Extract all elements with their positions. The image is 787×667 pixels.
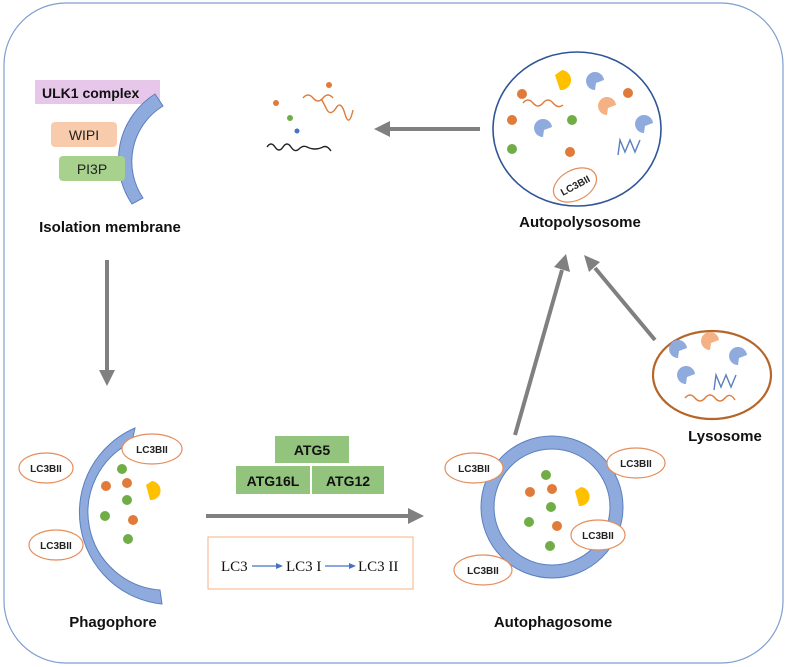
autopolysosome-group: LC3BII Autopolysosome xyxy=(492,51,662,231)
green-dot xyxy=(567,115,577,125)
yellow-wedge xyxy=(555,70,572,91)
green-dot xyxy=(541,470,551,480)
pi3p-label: PI3P xyxy=(77,161,107,177)
green-dot xyxy=(117,464,127,474)
arrow-autophagosome-to-autopolysosome xyxy=(513,269,564,436)
enzyme-pacman xyxy=(534,119,552,137)
enzyme-pacman xyxy=(729,347,747,365)
wipi-label: WIPI xyxy=(69,127,99,143)
isolation-membrane-group: ULK1 complex WIPI PI3P Isolation membran… xyxy=(35,80,181,236)
lc3-box-border xyxy=(207,536,414,590)
orange-dot xyxy=(507,115,517,125)
enzyme-pacman xyxy=(669,340,687,358)
arrow-lysosome-to-autopolysosome xyxy=(593,266,657,342)
lc3bii-text: LC3BII xyxy=(40,541,72,552)
lc3bii-pill-autophagosome-right: LC3BII xyxy=(606,447,666,479)
lc3-ii-label: LC3 II xyxy=(358,559,398,575)
lc3bii-pill-phagophore-left: LC3BII xyxy=(18,452,74,484)
atg5-label: ATG5 xyxy=(294,442,331,458)
peptide-fragment-blue xyxy=(713,372,737,391)
autopolysosome-circle xyxy=(492,51,662,207)
peptide-fragment-orange xyxy=(684,394,736,402)
peptide-fragment-blue xyxy=(617,137,641,156)
enzyme-pacman-salmon xyxy=(598,97,616,115)
phagophore-crescent xyxy=(78,427,163,605)
atg16l-box xyxy=(236,466,310,494)
lc3bii-pill-autophagosome-bottom: LC3BII xyxy=(453,554,513,586)
green-dot xyxy=(507,144,517,154)
enzyme-pacman xyxy=(677,366,695,384)
lysosome-label: Lysosome xyxy=(688,428,762,445)
orange-dot xyxy=(565,147,575,157)
ulk1-complex-label: ULK1 complex xyxy=(42,85,139,101)
peptide-fragment-orange xyxy=(522,99,564,108)
lc3-i-label: LC3 I xyxy=(286,559,321,575)
lc3bii-pill-autopolysosome: LC3BII xyxy=(552,167,598,203)
lc3bii-text: LC3BII xyxy=(582,531,614,542)
phagophore-group: LC3BII LC3BII LC3BII Phagophore xyxy=(18,427,183,631)
orange-dot xyxy=(517,89,527,99)
green-dot xyxy=(545,541,555,551)
autopolysosome-label: Autopolysosome xyxy=(519,214,641,231)
isolation-membrane-label: Isolation membrane xyxy=(39,219,181,236)
green-dot xyxy=(122,495,132,505)
orange-dot xyxy=(273,100,279,106)
degradation-products xyxy=(266,82,354,152)
phagophore-label: Phagophore xyxy=(69,614,157,631)
pi3p-box xyxy=(59,156,125,181)
orange-dot xyxy=(101,481,111,491)
ulk1-complex-box xyxy=(35,80,160,104)
atg12-label: ATG12 xyxy=(326,473,370,489)
lc3-label: LC3 xyxy=(221,559,248,575)
lc3bii-pill-autophagosome-inner: LC3BII xyxy=(570,519,626,551)
orange-dot xyxy=(552,521,562,531)
orange-dot xyxy=(547,484,557,494)
orange-dot xyxy=(623,88,633,98)
enzyme-pacman xyxy=(586,72,604,90)
enzyme-pacman xyxy=(635,115,653,133)
orange-dot xyxy=(525,487,535,497)
lc3bii-text: LC3BII xyxy=(458,464,490,475)
lc3bii-text: LC3BII xyxy=(136,445,168,456)
green-dot xyxy=(546,502,556,512)
enzyme-pacman-salmon xyxy=(701,332,719,350)
green-dot xyxy=(287,115,293,121)
lc3bii-text: LC3BII xyxy=(30,464,62,475)
orange-dot xyxy=(326,82,332,88)
autophagosome-group: LC3BII LC3BII LC3BII LC3BII Autophagosom… xyxy=(444,435,666,631)
lc3bii-text: LC3BII xyxy=(467,566,499,577)
lc3bii-pill-phagophore-top: LC3BII xyxy=(121,433,183,465)
orange-dot xyxy=(122,478,132,488)
green-dot xyxy=(123,534,133,544)
lc3-conversion-box: LC3 LC3 I LC3 II xyxy=(207,536,414,590)
lysosome-group: Lysosome xyxy=(651,329,773,445)
atg12-box xyxy=(312,466,384,494)
peptide-fragment-black xyxy=(266,143,332,152)
atg-complex: ATG5 ATG16L ATG12 xyxy=(236,436,384,494)
isolation-membrane-crescent xyxy=(117,93,164,205)
wipi-box xyxy=(51,122,117,147)
lc3bii-text: LC3BII xyxy=(620,459,652,470)
atg5-box xyxy=(275,436,349,463)
yellow-wedge xyxy=(146,481,161,501)
atg16l-label: ATG16L xyxy=(247,473,300,489)
blue-dot xyxy=(294,128,300,134)
yellow-wedge xyxy=(575,487,590,507)
peptide-fragment-orange xyxy=(302,94,354,121)
lc3bii-pill-phagophore-bottom: LC3BII xyxy=(28,529,84,561)
arrows xyxy=(99,121,657,524)
lc3bii-pill-autophagosome-left: LC3BII xyxy=(444,452,504,484)
green-dot xyxy=(100,511,110,521)
orange-dot xyxy=(128,515,138,525)
autophagosome-label: Autophagosome xyxy=(494,614,612,631)
green-dot xyxy=(524,517,534,527)
